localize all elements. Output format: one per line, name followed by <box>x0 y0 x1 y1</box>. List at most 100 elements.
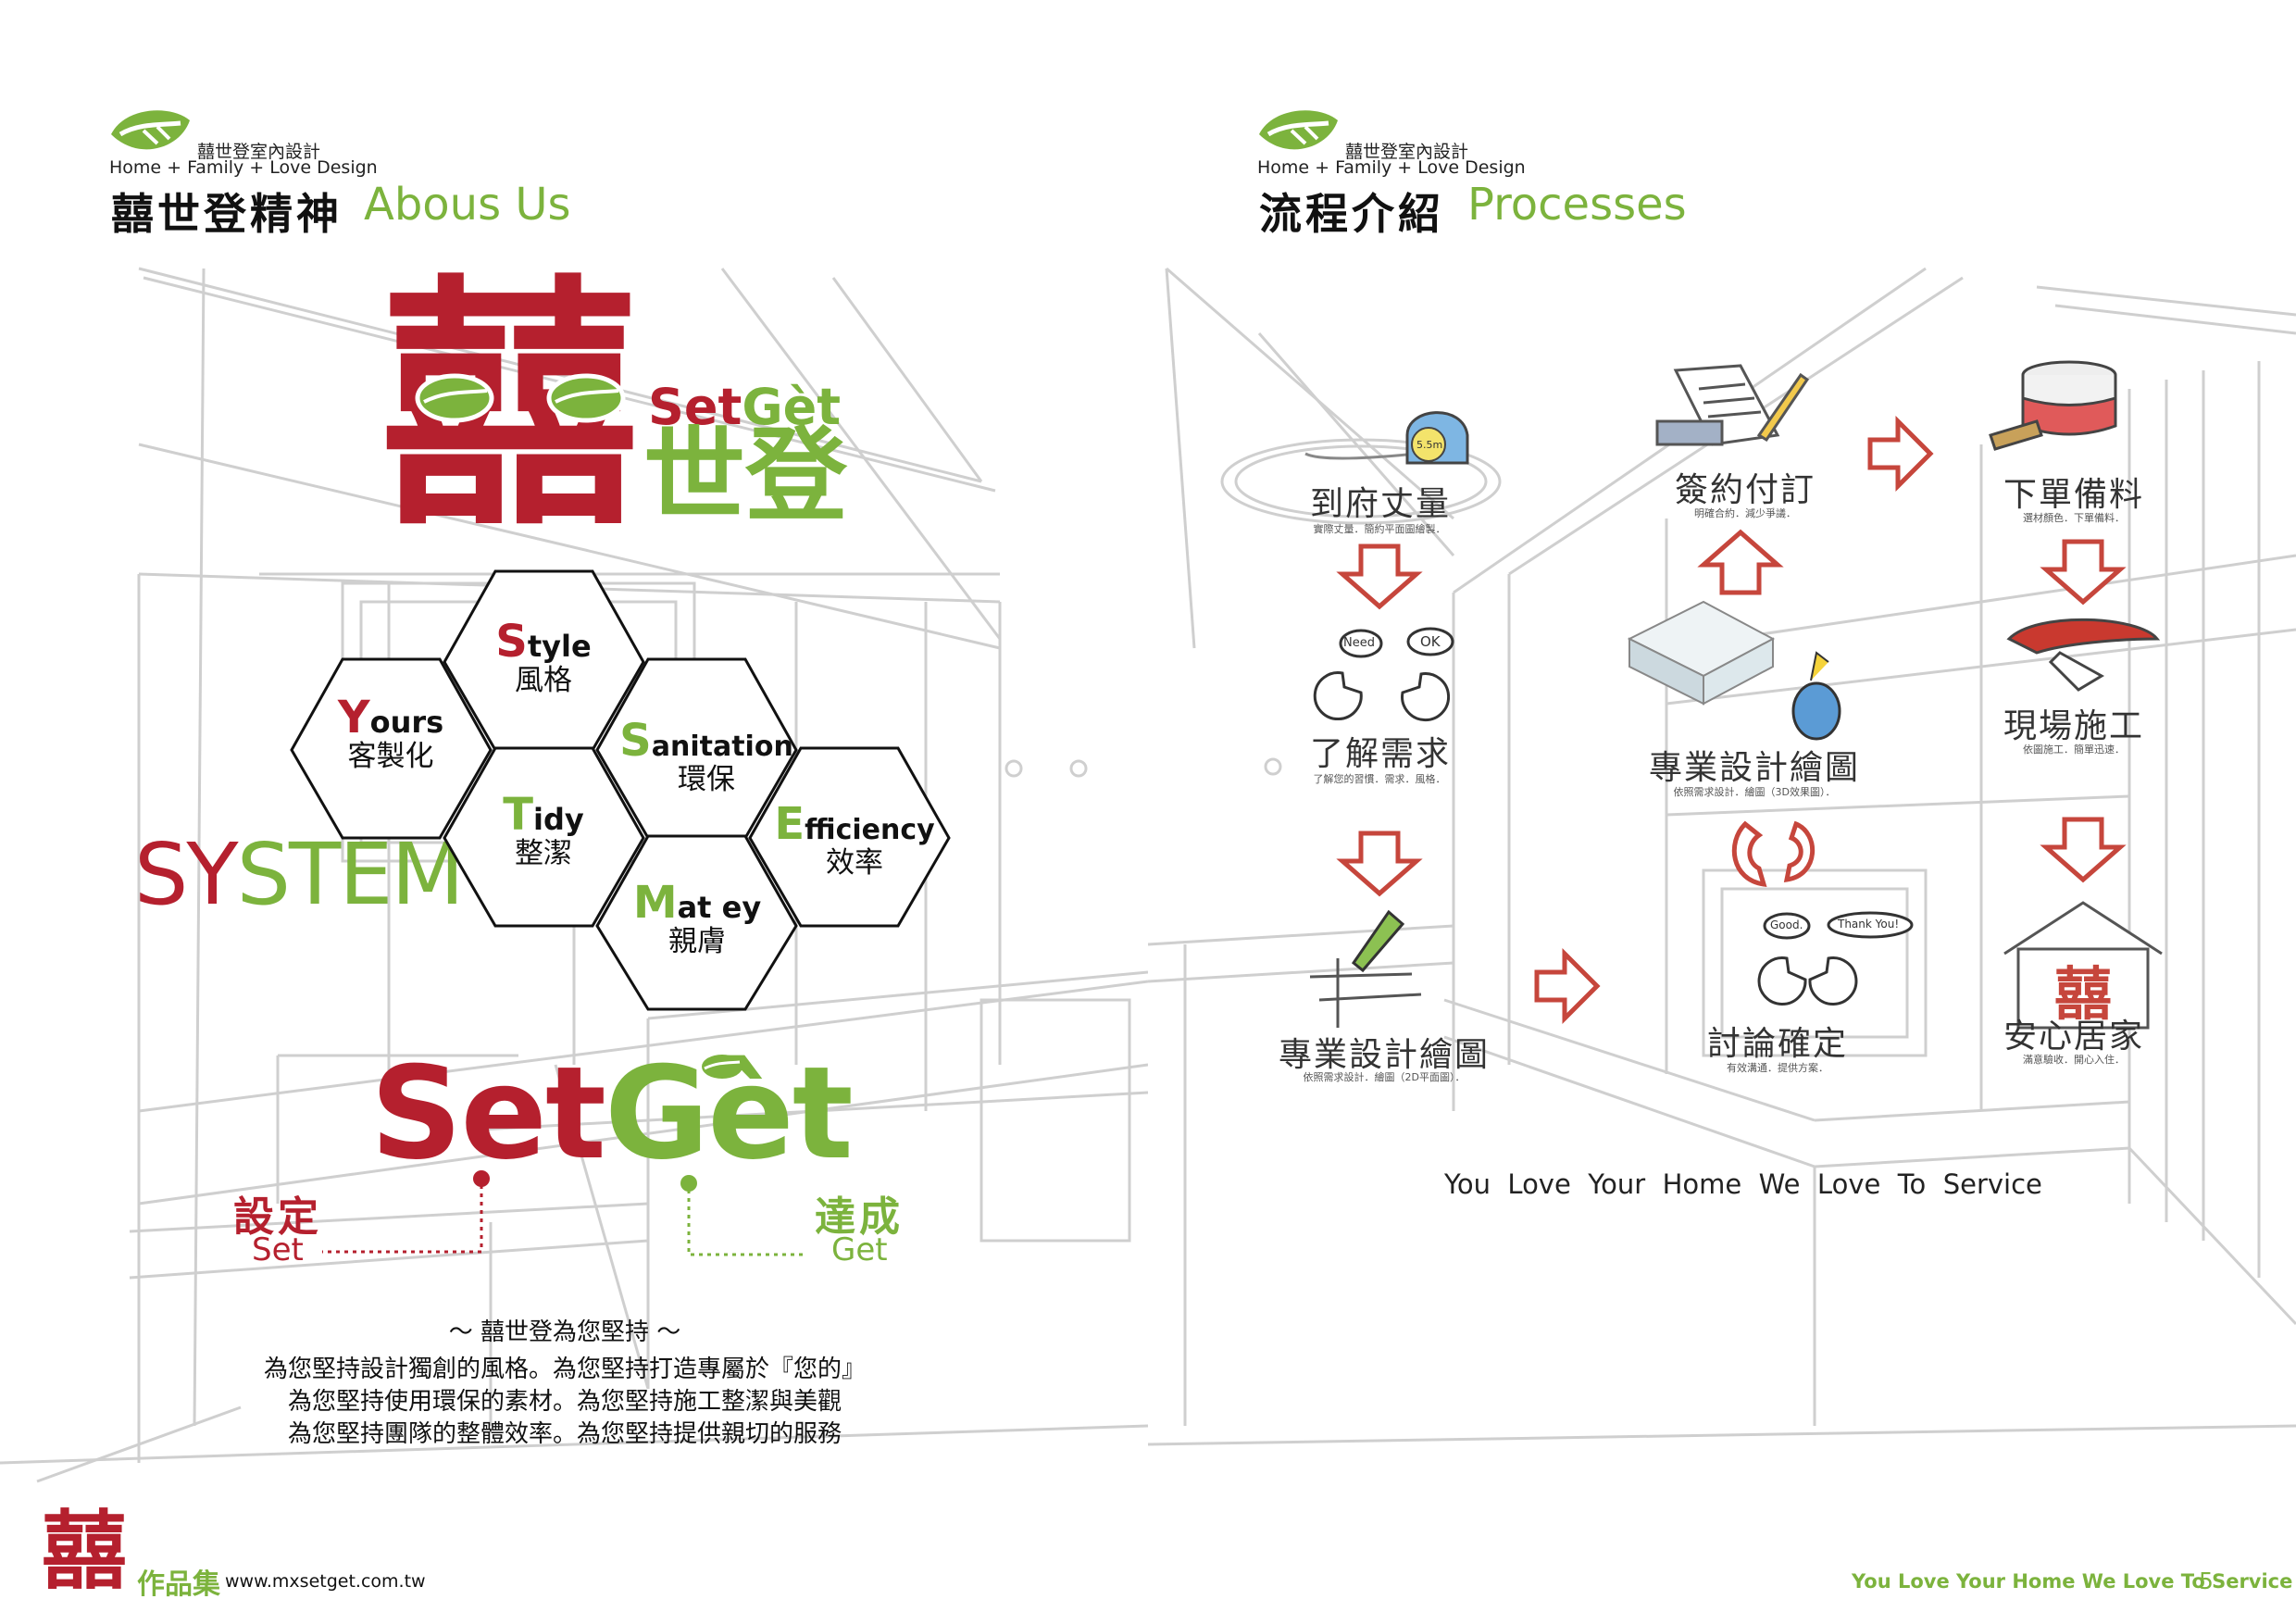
hex-matey-label: Mat ey 親膚 <box>595 880 799 959</box>
hexagon-grid <box>290 569 951 1011</box>
brand-name: 囍世登室內設計 <box>197 142 321 162</box>
pac-faces-icon <box>1757 911 1914 1006</box>
hex-matey <box>595 834 798 1011</box>
step-title: 到府丈量 <box>1310 485 1452 523</box>
motto-line: 為您堅持使用環保的素材。為您堅持施工整潔與美觀 <box>287 1388 842 1416</box>
step-subtitle: 依圖施工．簡單迅速． <box>2023 743 2125 756</box>
hex-rest: at ey <box>677 890 762 925</box>
hex-cap: E <box>774 798 805 850</box>
setget-set: Set <box>370 1039 606 1188</box>
tape-label: 5.5m <box>1416 439 1443 451</box>
step-title: 了解需求 <box>1310 735 1452 773</box>
leaf-logo-icon <box>1259 110 1338 150</box>
logo-shi: 世 <box>643 417 745 535</box>
arrow-down-icon <box>1336 831 1423 897</box>
hex-yours-label: Yours 客製化 <box>289 694 493 774</box>
hex-zh: 環保 <box>678 763 735 797</box>
pencil-drawing-icon <box>1309 909 1422 1028</box>
hex-cap: S <box>619 715 652 767</box>
hex-efficiency-label: Efficiency 效率 <box>748 801 961 881</box>
section-title-en: Abous Us <box>364 179 571 231</box>
step-subtitle: 有效溝通．提供方案． <box>1727 1062 1828 1074</box>
right-page: 囍世登室內設計 Home + Family + Love Design 流程介紹… <box>1148 0 2296 1624</box>
process-icons: 囍 <box>1304 360 2163 1030</box>
contract-pen-icon <box>1655 364 1810 446</box>
footer-xi-logo: 囍 <box>42 1502 127 1601</box>
hex-rest: tyle <box>527 629 592 664</box>
bubble-ok: OK <box>1420 633 1441 650</box>
step-title: 專業設計繪圖 <box>1648 749 1860 787</box>
step-title: 專業設計繪圖 <box>1278 1036 1490 1074</box>
section-title-zh: 流程介紹 <box>1259 189 1444 239</box>
hex-cap: Y <box>337 692 370 743</box>
hex-yours <box>290 657 493 840</box>
step-title: 簽約付訂 <box>1674 471 1816 509</box>
hex-zh: 客製化 <box>347 740 434 774</box>
hex-tidy <box>443 746 645 928</box>
step-title: 現場施工 <box>2003 707 2144 745</box>
step-subtitle: 依照需求設計．繪圖（3D效果圖）． <box>1673 786 1836 798</box>
logo-setget-small: SetGèt <box>648 380 841 435</box>
system-label: SYSTEM <box>134 829 465 921</box>
house-xi-char: 囍 <box>2054 960 2112 1028</box>
left-page: 囍世登室內設計 Home + Family + Love Design 囍世登精… <box>0 110 1148 1601</box>
bubble-need: Need <box>1343 636 1375 650</box>
bubble-good: Good. <box>1770 918 1803 931</box>
logo-get: Gèt <box>742 378 842 436</box>
set-label-en: Set <box>252 1231 304 1268</box>
page-number: 5 <box>2199 1568 2214 1594</box>
step-title: 下單備料 <box>2003 476 2144 514</box>
footer-slogan: You Love Your Home We Love To Service <box>1852 1570 2293 1593</box>
hex-rest: idy <box>533 802 584 837</box>
hex-rest: ours <box>369 705 444 740</box>
system-stem: STEM <box>236 825 465 924</box>
brand-tagline: Home + Family + Love Design <box>109 157 378 178</box>
house-icon <box>2003 901 2163 1030</box>
motto-line: 為您堅持團隊的整體效率。為您堅持提供親切的服務 <box>287 1420 842 1448</box>
step-title: 討論確定 <box>1706 1025 1848 1063</box>
get-label-zh: 達成 <box>815 1193 904 1241</box>
cycle-arrows-icon <box>1731 820 1816 888</box>
hex-cap: M <box>632 877 678 929</box>
system-sy: SY <box>134 825 239 924</box>
hex-zh: 親膚 <box>668 925 726 959</box>
hex-style-label: Style 風格 <box>442 618 645 698</box>
get-label-en: Get <box>831 1231 888 1268</box>
step-subtitle: 了解您的習慣．需求．風格． <box>1313 773 1446 785</box>
section-title-en: Processes <box>1467 179 1687 231</box>
hex-rest: fficiency <box>805 814 935 846</box>
pac-faces-icon <box>1313 627 1454 722</box>
footer-url[interactable]: www.mxsetget.com.tw <box>225 1571 426 1592</box>
brand-name: 囍世登室內設計 <box>1345 142 1469 162</box>
arrow-down-icon <box>1336 543 1423 610</box>
motto-line: 為您堅持設計獨創的風格。為您堅持打造專屬於『您的』 <box>263 1355 866 1383</box>
arrow-down-icon <box>2040 817 2127 883</box>
bubble-thanks: Thank You! <box>1838 918 1900 931</box>
logo-deng: 登 <box>745 417 847 535</box>
arrow-right-icon <box>1867 415 1934 493</box>
motto-title: ～ 囍世登為您堅持 ～ <box>448 1318 681 1346</box>
set-label-zh: 設定 <box>233 1193 322 1241</box>
step-subtitle: 實際丈量．簡約平面圖繪製． <box>1313 523 1446 535</box>
arrow-up-icon <box>1697 529 1784 595</box>
hex-zh: 效率 <box>826 846 883 881</box>
logo-set: Set <box>648 378 742 436</box>
leaf-icon <box>415 373 494 423</box>
hex-sanitation-label: Sanitation 環保 <box>600 718 813 797</box>
step-subtitle: 選材顏色．下單備料． <box>2023 512 2125 524</box>
hex-zh: 整潔 <box>515 837 572 871</box>
leaf-icon <box>546 373 626 423</box>
step-title: 安心居家 <box>2003 1018 2144 1056</box>
logo-shideng: 世登 <box>643 421 847 531</box>
mouse-icon <box>1791 651 1841 741</box>
hex-zh: 風格 <box>515 664 572 698</box>
arrow-down-icon <box>2040 539 2127 606</box>
hex-tidy-label: Tidy 整潔 <box>442 792 645 871</box>
arrow-right-icon <box>1534 947 1601 1025</box>
hex-cap: T <box>503 789 533 841</box>
hex-rest: anitation <box>651 731 793 763</box>
paint-can-icon <box>1989 360 2117 451</box>
big-xi-logo: 囍 <box>378 276 655 540</box>
motto-text: 為您堅持設計獨創的風格。為您堅持打造專屬於『您的』 為您堅持使用環保的素材。為您… <box>194 1354 935 1451</box>
brand-tagline: Home + Family + Love Design <box>1257 157 1526 178</box>
